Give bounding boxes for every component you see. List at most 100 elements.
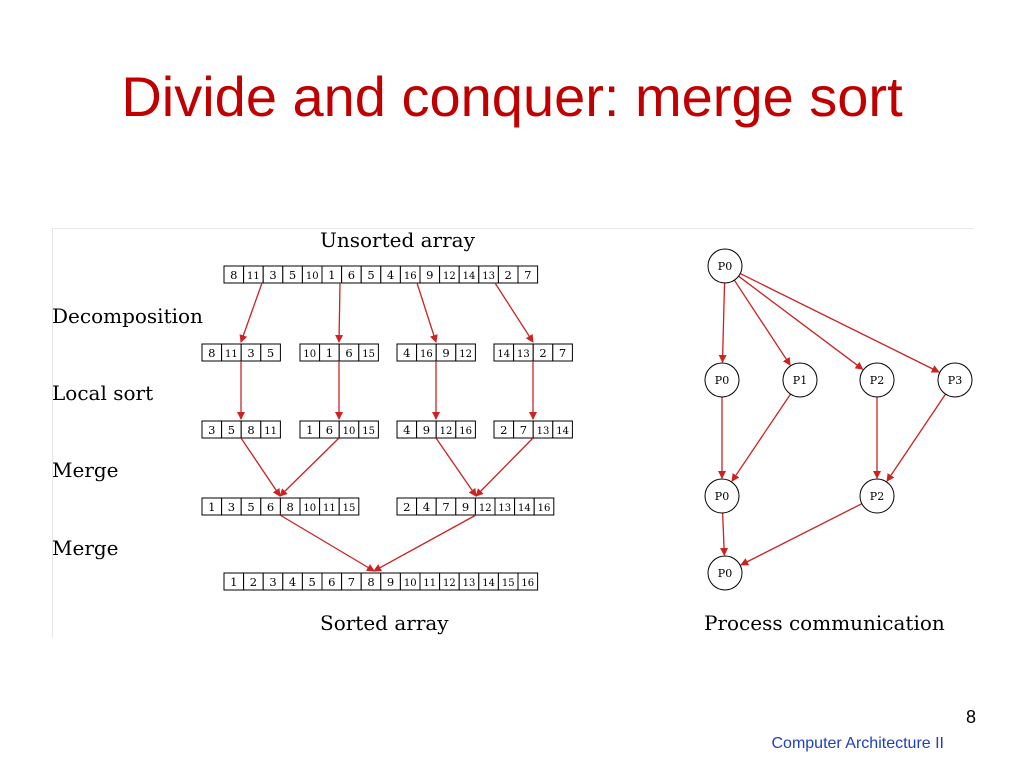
array-cell-value: 12 — [459, 349, 472, 360]
array-cell-value: 9 — [462, 500, 469, 514]
array-cell-value: 10 — [404, 578, 417, 589]
process-node-final — [707, 555, 743, 591]
stage-label-decomposition: Decomposition — [52, 304, 203, 328]
stage-label-merge-1: Merge — [52, 458, 119, 482]
array-cell-value: 6 — [267, 500, 274, 514]
merge-arrow — [373, 514, 477, 572]
array-cell-value: 5 — [289, 268, 296, 282]
array-cell-value: 1 — [326, 346, 333, 360]
array-cell-value: 8 — [208, 346, 215, 360]
array-cell-value: 2 — [539, 346, 546, 360]
array-cell-value: 4 — [289, 575, 296, 589]
array-cell — [358, 420, 379, 439]
array-cell-value: 10 — [343, 426, 356, 437]
process-node-level1-label: P3 — [948, 374, 962, 387]
process-node-level2 — [704, 478, 740, 514]
array-cell — [552, 420, 573, 439]
slide-title: Divide and conquer: merge sort — [121, 65, 903, 128]
process-arrow — [739, 272, 940, 373]
array-cell-value: 12 — [443, 578, 456, 589]
array-cell-value: 16 — [521, 578, 534, 589]
array-cell-value: 3 — [269, 575, 276, 589]
process-node-level1 — [859, 362, 895, 398]
array-cell-value: 11 — [247, 271, 260, 282]
array-cell-value: 8 — [247, 423, 254, 437]
array-cell-value: 16 — [538, 503, 551, 514]
array-cell-value: 15 — [502, 578, 515, 589]
array-cell-value: 3 — [208, 423, 215, 437]
array-cell-value: 5 — [247, 500, 254, 514]
array-cell-value: 4 — [387, 268, 394, 282]
merge-sort-diagram: Unsorted array Decomposition Local sort … — [52, 228, 974, 638]
array-cell-value: 13 — [482, 271, 495, 282]
process-node-level1-label: P2 — [870, 374, 884, 387]
array-cell-value: 1 — [306, 423, 313, 437]
array-cell-value: 7 — [559, 346, 566, 360]
array-cell-value: 16 — [420, 349, 433, 360]
array-cell — [260, 420, 281, 439]
process-node-level1 — [782, 362, 818, 398]
array-cell-value: 7 — [348, 575, 355, 589]
array-cell-value: 15 — [343, 503, 356, 514]
array-cell-value: 13 — [517, 349, 530, 360]
process-node-level1-label: P1 — [793, 374, 807, 387]
array-cell-value: 16 — [459, 426, 472, 437]
array-cell-value: 15 — [362, 426, 375, 437]
array-cell-value: 9 — [442, 346, 449, 360]
process-node-level1 — [937, 362, 973, 398]
array-cell-value: 7 — [442, 500, 449, 514]
process-node-level2-label: P0 — [715, 490, 729, 503]
merge-sort-figure: Unsorted array Decomposition Local sort … — [52, 228, 974, 638]
array-cell-value: 4 — [423, 500, 430, 514]
array-cell — [358, 343, 379, 362]
array-cell-value: 1 — [328, 268, 335, 282]
process-node-level2-label: P2 — [870, 490, 884, 503]
array-cell — [455, 420, 476, 439]
array-cell-value: 9 — [426, 268, 433, 282]
array-cell-value: 2 — [505, 268, 512, 282]
merge-arrow — [435, 437, 477, 497]
array-cell-value: 1 — [230, 575, 237, 589]
array-cell-value: 9 — [387, 575, 394, 589]
array-cell-value: 7 — [520, 423, 527, 437]
array-cell-value: 14 — [463, 271, 476, 282]
array-cell-value: 14 — [482, 578, 495, 589]
array-cell-value: 13 — [498, 503, 511, 514]
process-node-root — [707, 248, 743, 284]
process-node-final-label: P0 — [718, 567, 732, 580]
array-cell-value: 16 — [404, 271, 417, 282]
array-cell-value: 9 — [423, 423, 430, 437]
decomposition-arrow — [494, 282, 534, 343]
process-node-level1 — [704, 362, 740, 398]
process-arrow — [886, 393, 947, 482]
array-cell-value: 14 — [518, 503, 531, 514]
merge-arrow — [240, 437, 281, 497]
array-cell-value: 1 — [208, 500, 215, 514]
array-cell-value: 11 — [423, 578, 436, 589]
array-cell-value: 6 — [345, 346, 352, 360]
process-node-level2 — [859, 478, 895, 514]
array-cell-value: 7 — [524, 268, 531, 282]
array-cell-value: 11 — [264, 426, 277, 437]
decomposition-arrow — [416, 282, 438, 343]
array-cell-value: 13 — [463, 578, 476, 589]
array-cell-value: 3 — [269, 268, 276, 282]
merge-arrow — [475, 437, 534, 497]
array-cell-value: 12 — [440, 426, 453, 437]
merge-arrow — [279, 437, 340, 497]
process-arrow — [733, 279, 791, 366]
stage-label-local-sort: Local sort — [52, 381, 153, 405]
array-cell-value: 2 — [250, 575, 257, 589]
array-cell — [533, 497, 555, 516]
array-cell-value: 11 — [225, 349, 238, 360]
